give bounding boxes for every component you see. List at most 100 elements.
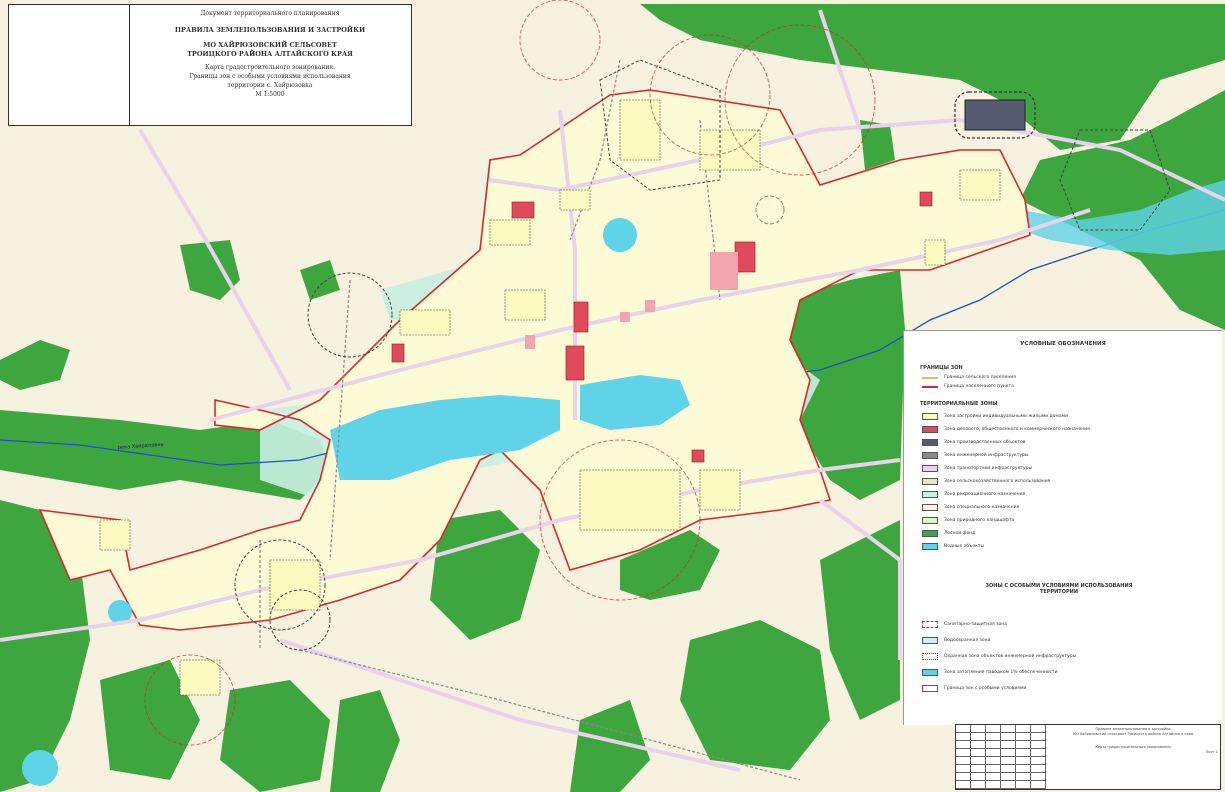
public-light-1: [710, 252, 738, 290]
legend-item: Зона затопления паводком 1% обеспеченнос…: [922, 669, 1058, 676]
forest-west-2: [0, 340, 70, 390]
legend-item-label: Зона затопления паводком 1% обеспеченнос…: [944, 670, 1058, 675]
title-line-7: территории с. Хайрюзовка: [227, 82, 313, 89]
title-scale: М 1:5000: [255, 91, 285, 98]
legend-item-label: Санитарно-защитная зона: [944, 622, 1007, 627]
legend-swatch: [922, 530, 938, 537]
legend-swatch: [922, 621, 938, 628]
stamp-grid: [956, 725, 1046, 789]
outline-zone-4: [1059, 129, 1171, 231]
forest-north-island: [860, 120, 895, 170]
block-8: [924, 239, 946, 266]
outline-zone-1: [307, 272, 393, 358]
title-line-5: Карта градостроительного зонирования.: [204, 64, 336, 71]
outline-zone-2: [234, 539, 326, 631]
block-12: [269, 559, 321, 611]
public-6: [919, 191, 933, 207]
legend-swatch: [922, 517, 938, 524]
public-4: [565, 345, 585, 381]
forest-east: [1020, 90, 1225, 330]
forest-south-5: [220, 680, 330, 792]
forest-south-2: [430, 510, 540, 640]
road-southeast: [818, 498, 902, 660]
title-line-4: ТРОИЦКОГО РАЙОНА АЛТАЙСКОГО КРАЯ: [187, 50, 353, 58]
legend-item-label: Лесной фонд: [944, 531, 976, 536]
legend-swatch: [922, 413, 938, 420]
legend-item: Санитарно-защитная зона: [922, 621, 1007, 628]
legend-item-label: Зона природного ландшафта: [944, 518, 1015, 523]
forest-areas: [0, 4, 1225, 792]
legend-item: Водоохранная зона: [922, 637, 990, 644]
industrial-block: [964, 99, 1026, 131]
legend-section-special: ЗОНЫ С ОСОБЫМИ УСЛОВИЯМИ ИСПОЛЬЗОВАНИЯ Т…: [985, 583, 1133, 595]
legend-item: Зона специального назначения: [922, 504, 1019, 511]
block-5: [619, 99, 661, 161]
legend-line-swatch: [922, 376, 938, 379]
forest-south-3: [680, 620, 830, 770]
legend-swatch: [922, 439, 938, 446]
legend-item: Граница зон с особыми условиями: [922, 685, 1026, 692]
public-buildings: [391, 191, 933, 463]
lake-east: [580, 375, 690, 430]
forest-west-4: [300, 260, 340, 300]
stamp-line-1: Правила землепользования и застройки: [1095, 727, 1171, 731]
legend-line-swatch: [922, 385, 938, 388]
legend-item-label: Охранная зона объектов инженерной инфрас…: [944, 654, 1077, 659]
forest-south-7: [570, 700, 650, 792]
block-11: [99, 519, 131, 551]
stamp-line-3: Карта градостроительного зонирования: [1095, 745, 1171, 749]
outline-zone-3: [269, 589, 331, 651]
block-2: [504, 289, 546, 321]
legend-item-label: Зона транспортной инфраструктуры: [944, 466, 1032, 471]
compass-box: [9, 5, 130, 125]
legend-item: Зона транспортной инфраструктуры: [922, 465, 1032, 472]
dashed-road-2: [329, 279, 351, 561]
block-10: [579, 469, 681, 531]
legend-item-label: Граница населенного пункта: [944, 384, 1014, 389]
legend-item-label: Зона инженерной инфраструктуры: [944, 453, 1029, 458]
legend-item-label: Водоохранная зона: [944, 638, 991, 643]
roads: [0, 9, 1225, 772]
sanitary-zone-3: [519, 0, 601, 81]
road-central: [209, 208, 1091, 422]
sanitary-zone-5: [144, 654, 236, 746]
legend-item: Граница населенного пункта: [922, 384, 1014, 389]
sanitary-zone-4: [539, 439, 701, 601]
block-1: [399, 309, 451, 336]
legend-swatch: [922, 426, 938, 433]
legend-section-zones: ТЕРРИТОРИАЛЬНЫЕ ЗОНЫ: [920, 401, 998, 407]
water-bodies: [22, 218, 690, 786]
road-main: [0, 458, 901, 642]
sanitary-zone-2: [724, 24, 876, 176]
legend-item: Зона застройки индивидуальными жилыми до…: [922, 413, 1068, 420]
legend-item: Зона делового, общественного и коммерчес…: [922, 426, 1090, 433]
dashed-road-3: [569, 59, 621, 241]
stamp-line-2: МО Хайрюзовский сельсовет Троицкого райо…: [1072, 732, 1194, 736]
legend-section-boundaries: ГРАНИЦЫ ЗОН: [920, 365, 963, 371]
public-5: [391, 343, 405, 363]
road-diagonal-south: [279, 638, 741, 772]
legend-item-label: Зона рекреационного назначения: [944, 492, 1026, 497]
dashed-road-4: [299, 649, 801, 781]
block-13: [179, 659, 221, 696]
forest-mid-east: [780, 270, 905, 500]
river-east-water: [1020, 180, 1225, 255]
legend-swatch: [922, 669, 938, 676]
legend-title: УСЛОВНЫЕ ОБОЗНАЧЕНИЯ: [1020, 341, 1106, 347]
protection-zone-outlines: [234, 59, 1171, 651]
sanitary-zone-1: [649, 34, 771, 156]
legend-item-label: Зона застройки индивидуальными жилыми до…: [944, 414, 1068, 419]
outline-zone-5: [599, 59, 721, 191]
legend-item: Зона сельскохозяйственного использования: [922, 478, 1050, 485]
road-west: [138, 128, 292, 391]
legend-item: Граница сельского поселения: [922, 375, 1016, 380]
pond-corner: [22, 750, 58, 786]
industrial-zone-outline: [954, 91, 1036, 139]
legend-swatch: [922, 653, 938, 660]
block-7: [959, 169, 1001, 201]
legend-item-label: Граница зон с особыми условиями: [944, 686, 1027, 691]
legend-item-label: Зона специального назначения: [944, 505, 1020, 510]
legend-item: Зона производственных объектов: [922, 439, 1025, 446]
forest-south-6: [330, 690, 400, 792]
title-line-3: МО ХАЙРЮЗОВСКИЙ СЕЛЬСОВЕТ: [203, 41, 337, 49]
